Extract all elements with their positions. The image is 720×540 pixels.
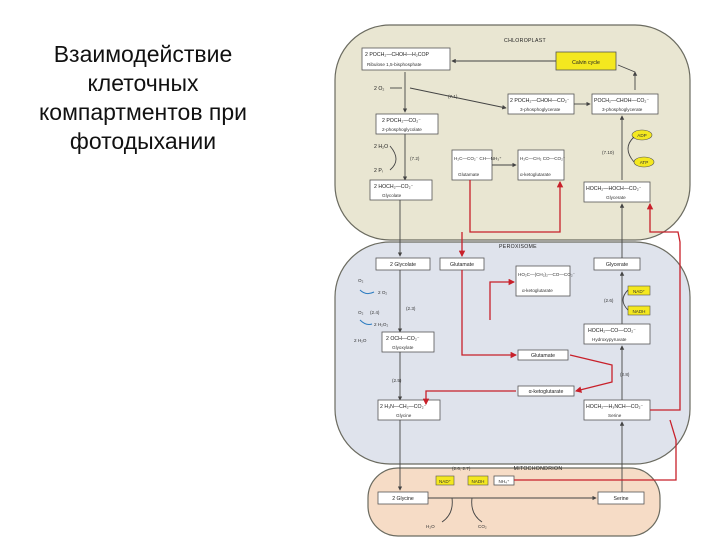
chl-glycolate-name: Glycolate	[382, 193, 402, 198]
step-2-5: (2.5)	[392, 378, 402, 383]
glyoxylate-name: Glyoxylate	[392, 345, 414, 350]
serine-name: Serine	[608, 413, 622, 418]
per-o2: O₂	[358, 278, 364, 283]
chl-atp: ATP	[640, 160, 649, 165]
pg3b-formula: POCH₂—CHOH—CO₂⁻	[594, 98, 649, 104]
chl-glycolate-formula: 2 HOCH₂—CO₂⁻	[374, 184, 414, 190]
step-7-10: (7.10)	[602, 150, 614, 155]
slide-title: Взаимодействие клеточных компартментов п…	[38, 41, 248, 154]
hydroxypyruvate-formula: HOCH₂—CO—CO₂⁻	[588, 328, 636, 334]
calvin-cycle-label: Calvin cycle	[572, 60, 600, 66]
step-2-6-2-7: (2.6, 2.7)	[452, 466, 471, 471]
chloroplast-label: CHLOROPLAST	[504, 38, 546, 44]
per-two-o2: 2 O₂	[378, 290, 387, 295]
chloroplast-o2: 2 O₂	[374, 86, 384, 92]
chl-adp: ADP	[637, 133, 646, 138]
step-2-4: (2.4)	[370, 310, 380, 315]
chl-glutamate-name: Glutamate	[458, 172, 480, 177]
peroxisome-shape	[334, 241, 691, 465]
mito-h2o: H₂O	[426, 524, 435, 529]
mito-nadh: NADH	[471, 479, 484, 484]
per-glycolate: 2 Glycolate	[390, 262, 416, 268]
mito-serine: Serine	[614, 496, 629, 502]
chl-akg-formula: H₂C—CH₂ CO—CO₂⁻	[520, 156, 566, 161]
glycine-name: Glycine	[396, 413, 412, 418]
pg3-formula: 2 POCH₂—CHOH—CO₂⁻	[510, 98, 570, 104]
per-o2-b: O₂	[358, 310, 364, 315]
per-glycerate: Glycerate	[606, 262, 628, 268]
chl-akg-name: α-ketoglutarate	[520, 172, 551, 177]
glyoxylate-formula: 2 OCH—CO₂⁻	[386, 336, 420, 342]
pglycolate-name: 2-phosphoglycolate	[382, 127, 422, 132]
step-2-8: (2.8)	[620, 372, 630, 377]
per-h2o: 2 H₂O	[354, 338, 367, 343]
chloroplast-h2o: 2 H₂O	[374, 144, 388, 150]
mito-nh4: NH₄⁺	[499, 479, 511, 484]
chl-glycerate-name: Glycerate	[606, 195, 626, 200]
per-akg-formula: HO₂C—(CH₂)₂—CO—CO₂⁻	[518, 272, 576, 277]
step-7-2: (7.2)	[410, 156, 420, 161]
pg3b-name: 3-phosphoglycerate	[602, 107, 643, 112]
mito-nad: NAD⁺	[439, 479, 452, 484]
glycine-formula: 2 H₃N—CH₂—CO₂⁻	[380, 404, 427, 410]
chl-glycerate-formula: HOCH₂—HOCH—CO₂⁻	[586, 186, 642, 192]
step-2-6: (2.6)	[604, 298, 614, 303]
mitochondrion-label: MITOCHONDRION	[514, 466, 563, 472]
per-nad: NAD⁺	[633, 289, 646, 294]
mito-co2: CO₂	[478, 524, 487, 529]
rubp-formula: 2 POCH₂—CHOH—H₂COP	[365, 52, 430, 58]
per-akg-name: α-ketoglutarate	[522, 288, 553, 293]
rubp-name: Ribulose 1,5-bisphosphate	[367, 62, 422, 67]
per-akg-2: α-ketoglutarate	[529, 389, 564, 395]
per-h2o2: 2 H₂O₂	[374, 322, 389, 327]
chl-glutamate-formula: H₂C—CO₂⁻ CH—NH₃⁺	[454, 156, 502, 161]
pglycolate-formula: 2 POCH₂—CO₂⁻	[382, 118, 421, 124]
mito-glycine: 2 Glycine	[392, 496, 414, 502]
per-glutamate-2: Glutamate	[531, 353, 555, 359]
peroxisome-label: PEROXISOME	[499, 244, 537, 250]
pg3-name: 3-phosphoglycerate	[520, 107, 561, 112]
serine-formula: HOCH₂—H₃NCH—CO₂⁻	[586, 404, 644, 410]
photorespiration-diagram: CHLOROPLAST PEROXISOME MITOCHONDRION 2 P…	[334, 24, 691, 537]
step-2-3: (2.3)	[406, 306, 416, 311]
per-nadh: NADH	[632, 309, 645, 314]
chloroplast-pi: 2 Pᵢ	[374, 168, 383, 174]
per-glutamate: Glutamate	[450, 262, 474, 268]
hydroxypyruvate-name: Hydroxypyruvate	[592, 337, 627, 342]
